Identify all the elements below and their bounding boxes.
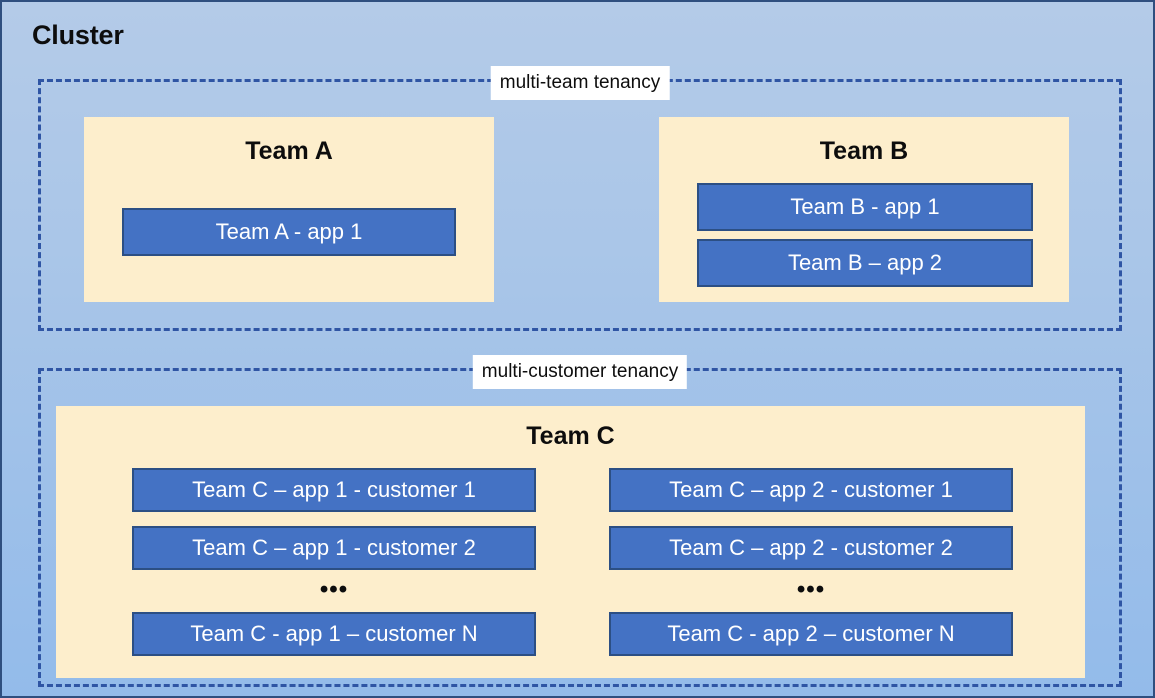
team-box-team-c: Team C Team C – app 1 - customer 1 Team … (56, 406, 1085, 678)
zone-label-multi-team-tenancy: multi-team tenancy (490, 66, 670, 100)
team-box-team-b: Team B Team B - app 1 Team B – app 2 (659, 117, 1069, 302)
app-box-team-c-app-2-customer-2[interactable]: Team C – app 2 - customer 2 (609, 526, 1013, 570)
team-title-team-b: Team B (819, 137, 909, 165)
team-box-team-a: Team A Team A - app 1 (84, 117, 494, 302)
team-title-team-a: Team A (245, 137, 333, 165)
app-box-team-c-app-1-customer-1[interactable]: Team C – app 1 - customer 1 (132, 468, 536, 512)
app-box-team-c-app-2-customer-1[interactable]: Team C – app 2 - customer 1 (609, 468, 1013, 512)
zone-label-multi-customer-tenancy: multi-customer tenancy (472, 355, 688, 389)
ellipsis-team-c-app-2: ••• (796, 576, 826, 603)
team-title-team-c: Team C (526, 422, 615, 450)
app-box-team-a-app-1[interactable]: Team A - app 1 (122, 208, 456, 256)
zone-multi-customer-tenancy: multi-customer tenancy (38, 355, 1122, 687)
page-title: Cluster (32, 20, 124, 50)
app-box-team-b-app-2[interactable]: Team B – app 2 (697, 239, 1033, 287)
app-box-team-b-app-1[interactable]: Team B - app 1 (697, 183, 1033, 231)
ellipsis-team-c-app-1: ••• (319, 576, 349, 603)
app-box-team-c-app-1-customer-2[interactable]: Team C – app 1 - customer 2 (132, 526, 536, 570)
app-box-team-c-app-1-customer-n[interactable]: Team C - app 1 – customer N (132, 612, 536, 656)
zone-multi-team-tenancy: multi-team tenancy (38, 66, 1122, 331)
app-box-team-c-app-2-customer-n[interactable]: Team C - app 2 – customer N (609, 612, 1013, 656)
